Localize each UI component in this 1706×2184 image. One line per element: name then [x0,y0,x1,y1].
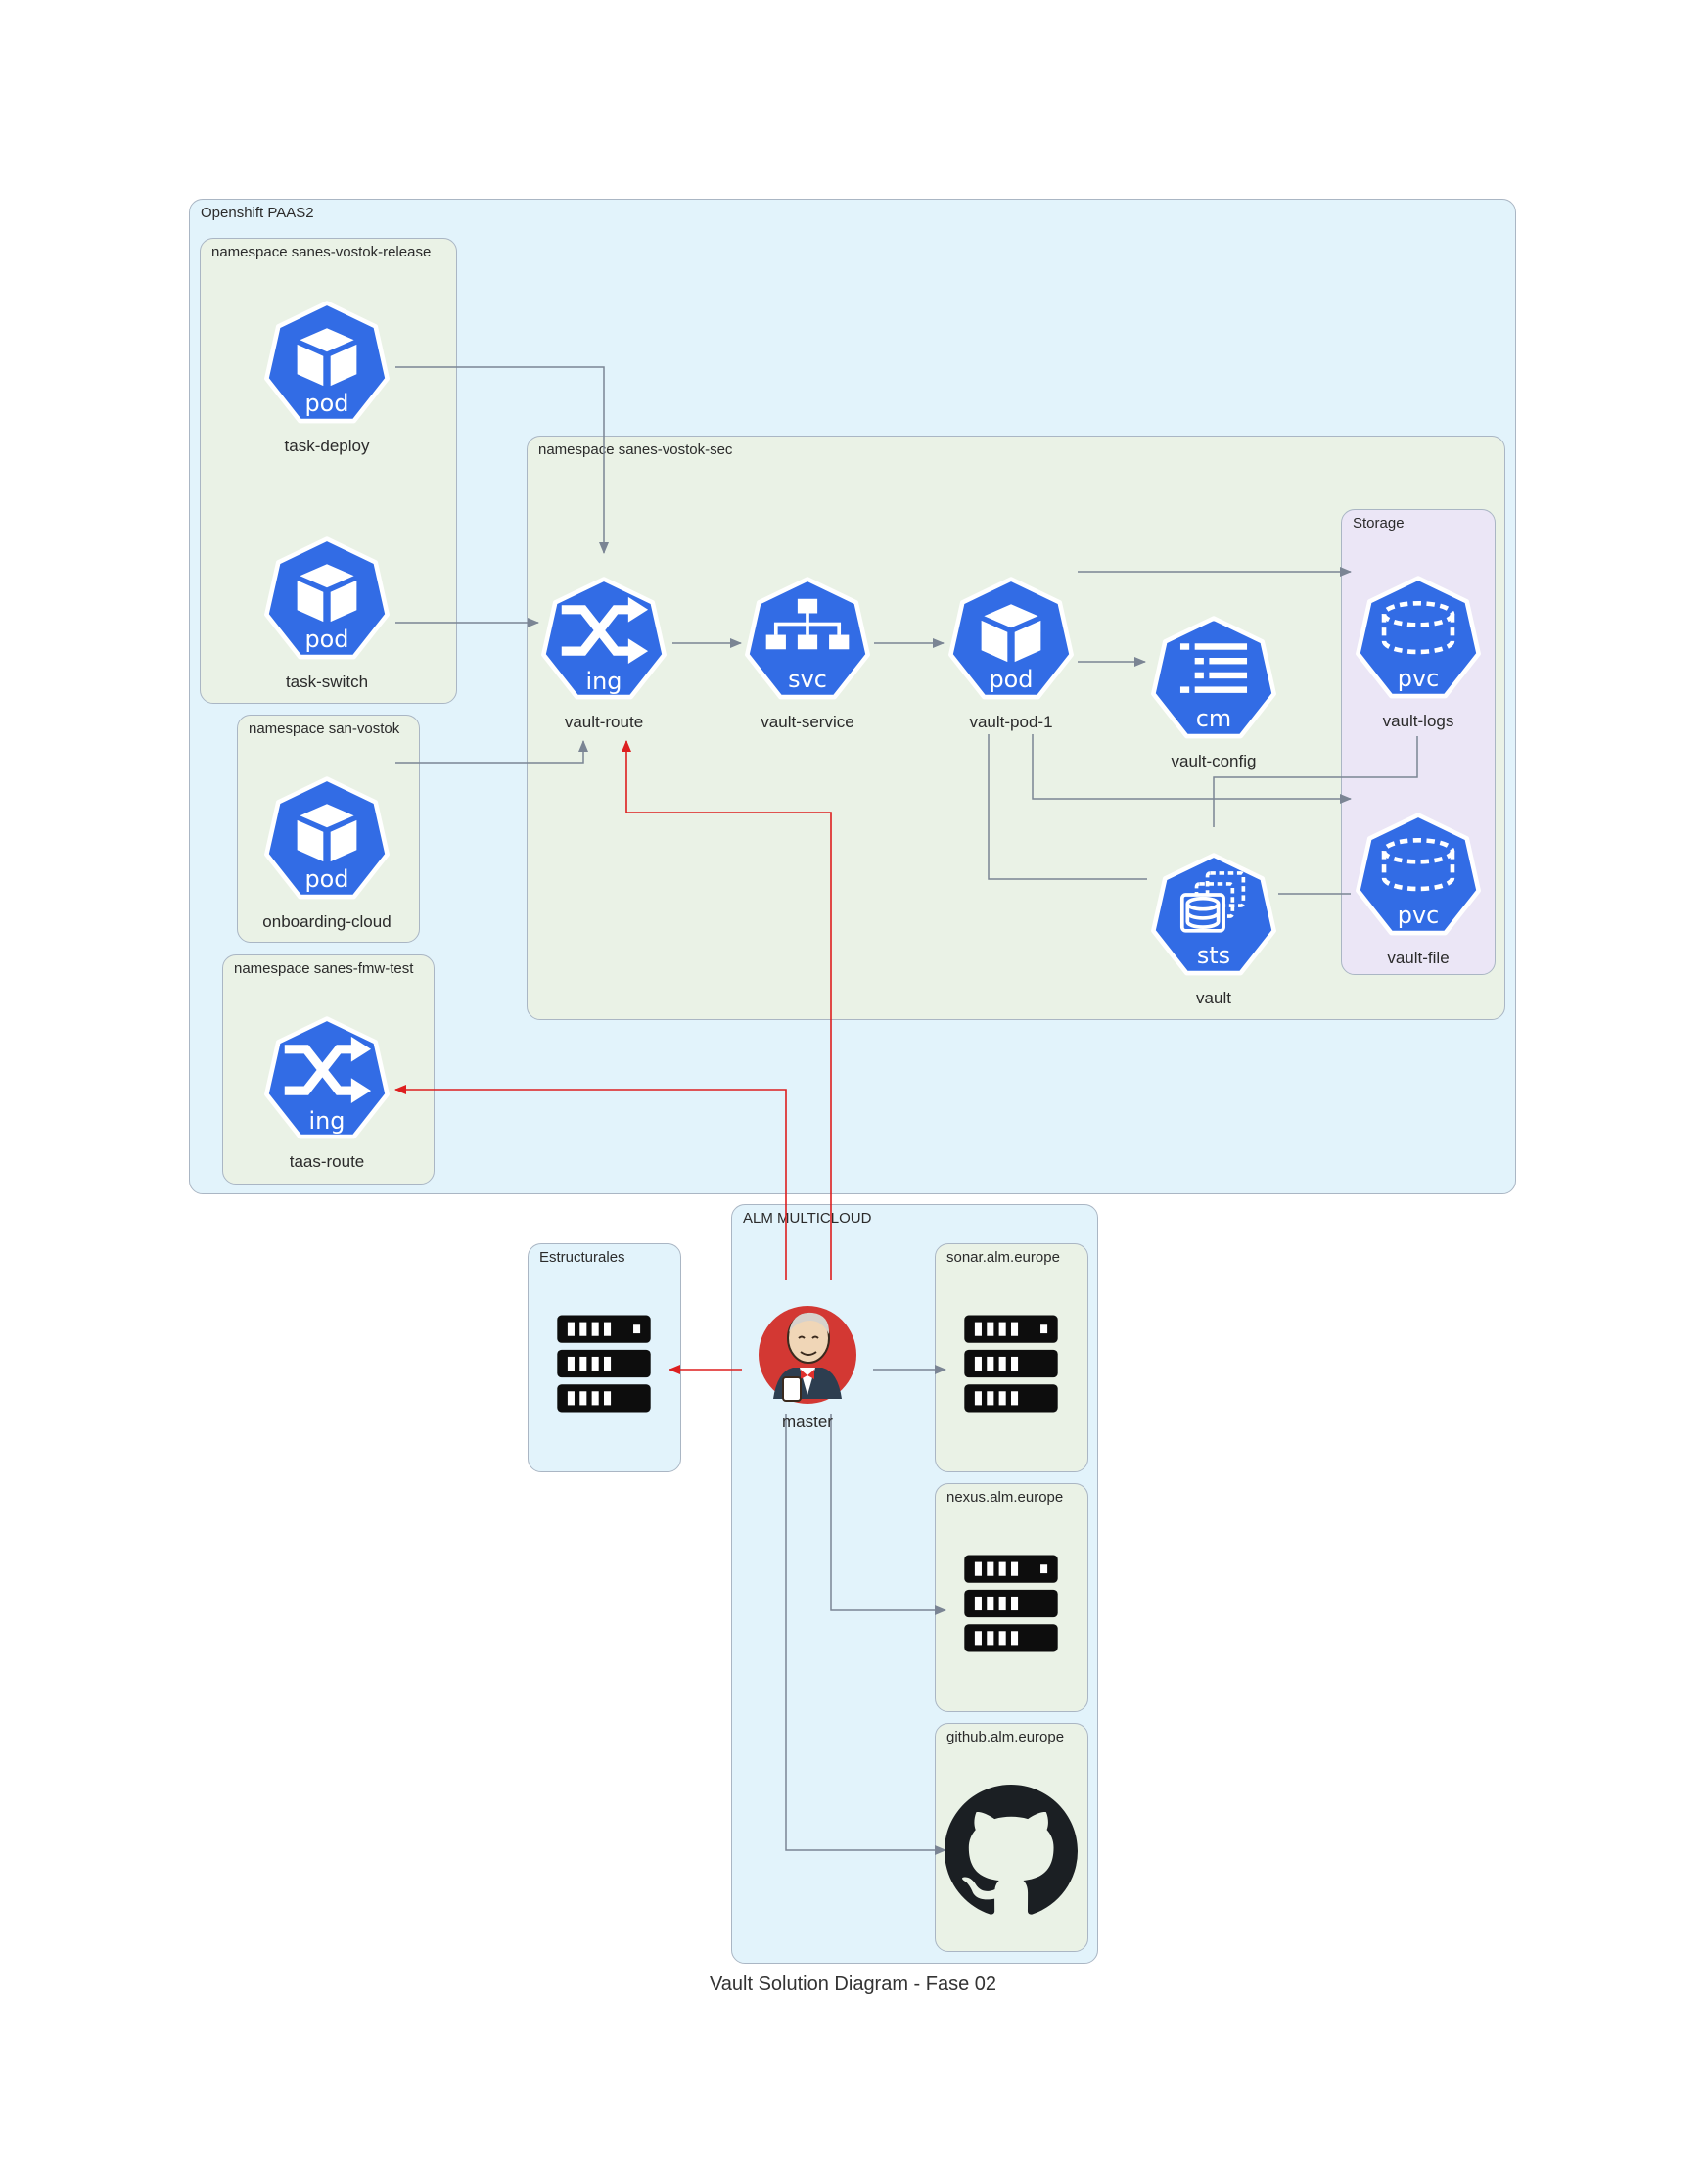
badge-text: pvc [1398,902,1439,929]
badge-text: sts [1197,942,1230,969]
badge-text: ing [586,668,622,695]
cluster-label: nexus.alm.europe [946,1489,1064,1506]
badge-text: pod [305,865,349,893]
edge-master-vault-route [622,740,832,1280]
node-label: vault-pod-1 [969,713,1053,731]
edge-vault-pod-vault-file [1032,734,1352,804]
node-label: vault-logs [1382,712,1454,730]
cluster-label: Openshift PAAS2 [201,205,314,221]
node-vault-service: svc vault-service [729,574,886,732]
node-task-deploy: pod task-deploy [249,298,405,456]
server-rack-icon [552,1312,656,1416]
node-label: vault [1196,989,1231,1007]
node-label: onboarding-cloud [262,912,392,931]
configmap-icon: cm [1146,613,1281,748]
diagram-title: Vault Solution Diagram - Fase 02 [709,1974,997,1995]
github-icon [945,1785,1078,1915]
ingress-icon: ing [536,574,671,709]
node-vault-pod-1: pod vault-pod-1 [933,574,1089,732]
node-vault-logs: pvc vault-logs [1340,573,1497,731]
node-label: master [782,1413,833,1431]
pod-icon: pod [259,773,394,908]
node-vault-file: pvc vault-file [1340,810,1497,968]
edge-master-nexus [830,1414,946,1615]
server-rack-icon [959,1552,1063,1655]
node-label: vault-route [564,713,644,731]
pod-icon: pod [259,298,394,433]
cluster-label: Estructurales [539,1249,625,1266]
statefulset-icon: sts [1146,850,1281,985]
badge-text: cm [1196,705,1231,732]
node-label: vault-file [1387,949,1450,967]
edge-master-github [785,1414,946,1855]
pvc-icon: pvc [1351,573,1486,708]
edge-vault-vault-logs [1213,736,1418,827]
node-onboarding-cloud: pod onboarding-cloud [249,773,405,932]
badge-text: ing [309,1107,346,1135]
cluster-label: github.alm.europe [946,1729,1065,1745]
node-label: vault-service [761,713,854,731]
node-vault: sts vault [1135,850,1292,1008]
server-rack-icon [959,1312,1063,1416]
ingress-icon: ing [259,1013,394,1148]
cluster-label: sonar.alm.europe [946,1249,1060,1266]
cluster-label: ALM MULTICLOUD [743,1210,872,1227]
node-task-switch: pod task-switch [249,534,405,692]
node-master: master [729,1301,886,1432]
cluster-label: namespace sanes-vostok-release [211,244,432,260]
service-icon: svc [740,574,875,709]
pvc-icon: pvc [1351,810,1486,945]
node-label: task-switch [285,673,369,691]
badge-text: pvc [1398,665,1439,692]
node-vault-config: cm vault-config [1135,613,1292,771]
cluster-label: Storage [1353,515,1405,532]
pod-icon: pod [259,534,394,669]
edge-master-taas-route [394,1085,787,1280]
cluster-label: namespace sanes-fmw-test [234,960,414,977]
node-label: task-deploy [284,437,370,455]
edge-onboarding-vault-route [395,740,588,764]
node-label: taas-route [289,1152,365,1171]
cluster-label: namespace sanes-vostok-sec [538,441,733,458]
node-taas-route: ing taas-route [249,1013,405,1172]
edge-task-deploy-vault-route [395,366,609,554]
badge-text: pod [305,390,349,417]
edge-vault-pod-vault [988,734,1147,880]
badge-text: pod [990,666,1034,693]
badge-text: pod [305,626,349,653]
badge-text: svc [788,666,827,693]
pod-icon: pod [944,574,1079,709]
jenkins-icon [759,1306,856,1404]
node-label: vault-config [1171,752,1257,770]
cluster-label: namespace san-vostok [249,720,400,737]
node-vault-route: ing vault-route [526,574,682,732]
